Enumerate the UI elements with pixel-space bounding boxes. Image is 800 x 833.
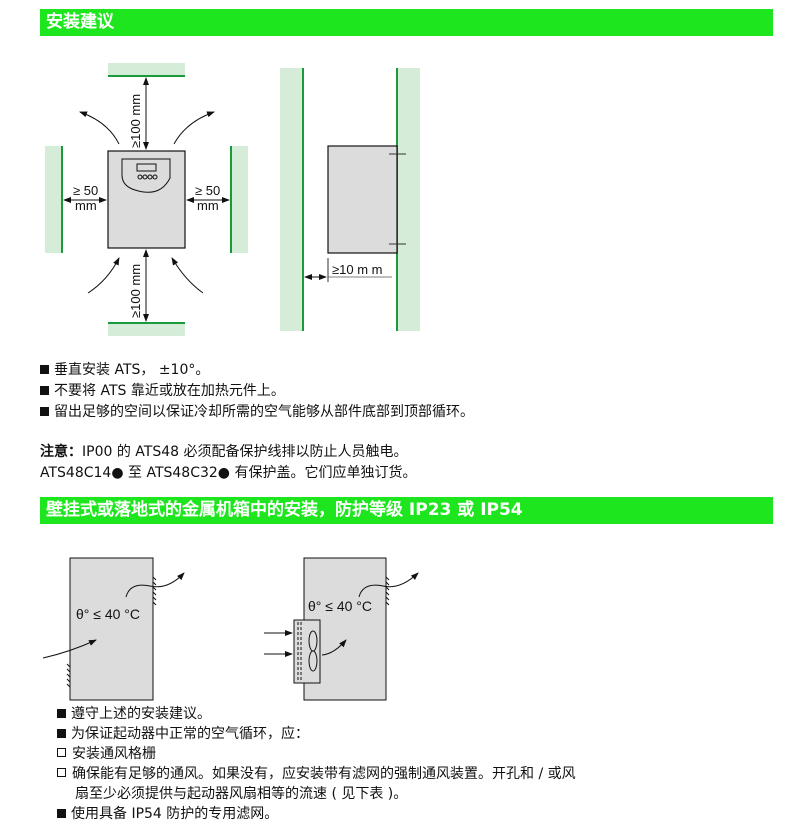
svg-text:≥ 50: ≥ 50 [195,183,220,198]
fan-filter-unit [293,619,321,684]
top-clearance-label: ≥100 mm [128,94,143,148]
wall-clearance-label: ≥10 m m [332,262,382,277]
sub-bullet-continuation: 扇至少必须提供与起动器风扇相等的流速 ( 见下表 )。 [75,786,408,802]
temperature-label: θ° ≤ 40 °C [76,606,140,622]
forced-ventilation-diagram: θ° ≤ 40 °C [264,557,419,701]
clearance-diagram: ≥100 mm ≥100 mm ≥ 50 mm ≥ 50 mm [45,63,248,336]
sub-bullet-item: 安装通风格栅 [57,744,156,764]
bullet-item: 垂直安装 ATS， ±10°。 [40,360,209,380]
note: 注意：IP00 的 ATS48 必须配备保护线排以防止人员触电。 [40,444,408,460]
svg-text:mm: mm [197,198,219,213]
bottom-clearance-label: ≥100 mm [128,264,143,318]
wall-clearance-diagram: ≥10 m m [280,68,420,331]
temperature-label: θ° ≤ 40 °C [308,598,372,614]
sub-bullet-item: 确保能有足够的通风。如果没有，应安装带有滤网的强制通风装置。开孔和 / 或风 [57,764,576,784]
note: ATS48C14● 至 ATS48C32● 有保护盖。它们应单独订货。 [40,465,417,481]
bullet-item: 为保证起动器中正常的空气循环，应： [57,724,309,744]
natural-ventilation-diagram: θ° ≤ 40 °C [42,557,185,701]
bullet-item: 遵守上述的安装建议。 [57,704,211,724]
airflow-arrows [79,111,215,294]
bullet-item: 不要将 ATS 靠近或放在加热元件上。 [40,381,285,401]
svg-text:≥ 50: ≥ 50 [73,183,98,198]
bullet-item: 留出足够的空间以保证冷却所需的空气能够从部件底部到顶部循环。 [40,402,474,422]
bullet-item: 使用具备 IP54 防护的专用滤网。 [57,804,278,824]
section-header-enclosure: 壁挂式或落地式的金属机箱中的安装，防护等级 IP23 或 IP54 [40,497,773,524]
drive-unit [107,150,186,249]
section-header-installation: 安装建议 [40,9,773,36]
svg-text:mm: mm [75,198,97,213]
